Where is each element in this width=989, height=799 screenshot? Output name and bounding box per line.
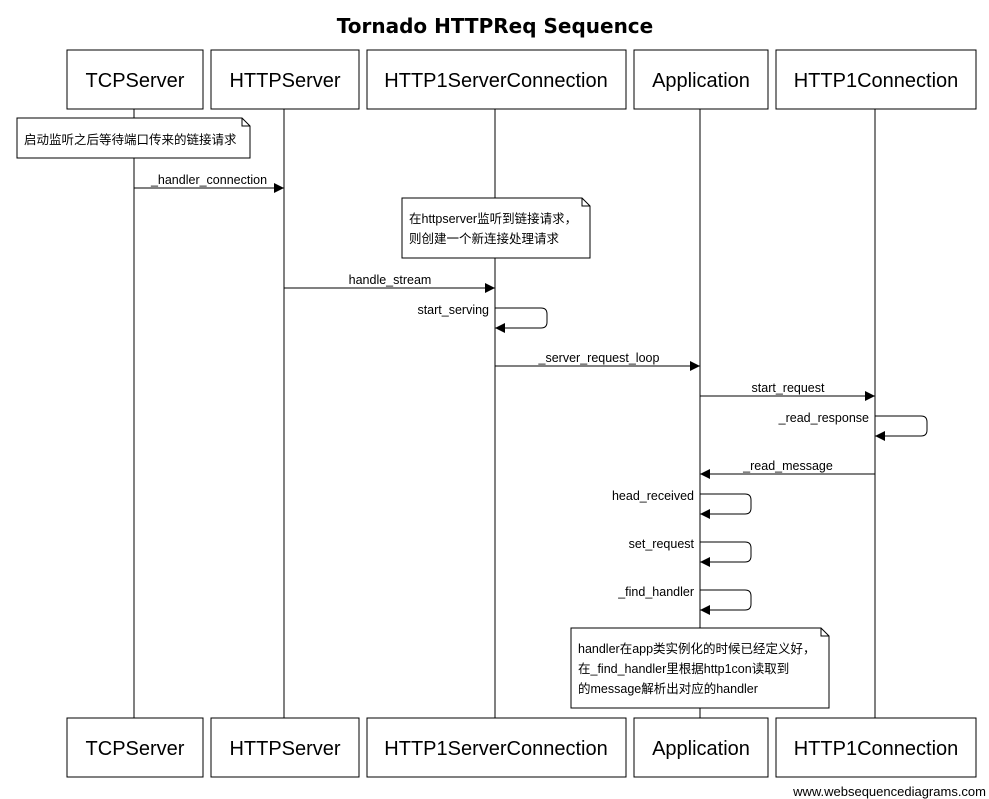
actor-label-tcp-top: TCPServer bbox=[86, 70, 185, 92]
message-read-response: _read_response bbox=[778, 411, 928, 441]
message-label: head_received bbox=[612, 489, 694, 503]
actor-label-http-top: HTTPServer bbox=[229, 70, 340, 92]
actor-box-tcp-bottom: TCPServer bbox=[66, 717, 204, 778]
message-handler-connection: _handler_connection bbox=[134, 173, 284, 193]
message-label: _read_message bbox=[742, 459, 833, 473]
actors-bottom: TCPServer HTTPServer HTTP1ServerConnecti… bbox=[66, 717, 977, 778]
actor-box-h1s-bottom: HTTP1ServerConnection bbox=[366, 717, 627, 778]
message-handle-stream: handle_stream bbox=[284, 273, 495, 293]
actors-top: TCPServer HTTPServer HTTP1ServerConnecti… bbox=[66, 49, 977, 110]
message-read-message: _read_message bbox=[700, 459, 875, 479]
message-head-received: head_received bbox=[612, 489, 752, 519]
note-listen: 启动监听之后等待端口传来的链接请求 bbox=[16, 117, 251, 159]
actor-label-h1s-bottom: HTTP1ServerConnection bbox=[384, 738, 607, 760]
actor-label-app-top: Application bbox=[652, 70, 750, 92]
footer-credit: www.websequencediagrams.com bbox=[792, 784, 986, 799]
actor-label-tcp-bottom: TCPServer bbox=[86, 738, 185, 760]
actor-box-http-bottom: HTTPServer bbox=[210, 717, 360, 778]
note-httpserver-line-1: 在httpserver监听到链接请求， bbox=[409, 211, 577, 226]
actor-label-h1c-bottom: HTTP1Connection bbox=[794, 738, 959, 760]
diagram-title: Tornado HTTPReq Sequence bbox=[337, 14, 653, 38]
note-handler-line-3: 的message解析出对应的handler bbox=[578, 681, 758, 696]
message-label: start_serving bbox=[417, 303, 489, 317]
note-handler-line-2: 在_find_handler里根据http1con读取到 bbox=[578, 662, 789, 676]
note-handler: handler在app类实例化的时候已经定义好， 在_find_handler里… bbox=[570, 627, 830, 709]
message-label: set_request bbox=[629, 537, 695, 551]
actor-box-h1c-bottom: HTTP1Connection bbox=[775, 717, 977, 778]
message-start-serving: start_serving bbox=[417, 303, 548, 333]
actor-box-http-top: HTTPServer bbox=[210, 49, 360, 110]
actor-box-tcp-top: TCPServer bbox=[66, 49, 204, 110]
message-label: start_request bbox=[752, 381, 825, 395]
note-listen-line-1: 启动监听之后等待端口传来的链接请求 bbox=[24, 132, 237, 147]
note-handler-line-1: handler在app类实例化的时候已经定义好， bbox=[578, 641, 816, 656]
actor-label-app-bottom: Application bbox=[652, 738, 750, 760]
message-start-request: start_request bbox=[700, 381, 875, 401]
actor-box-h1c-top: HTTP1Connection bbox=[775, 49, 977, 110]
actor-label-http-bottom: HTTPServer bbox=[229, 738, 340, 760]
actor-box-h1s-top: HTTP1ServerConnection bbox=[366, 49, 627, 110]
message-label: _server_request_loop bbox=[538, 351, 660, 365]
actor-box-app-top: Application bbox=[633, 49, 769, 110]
message-set-request: set_request bbox=[629, 537, 752, 567]
note-httpserver: 在httpserver监听到链接请求， 则创建一个新连接处理请求 bbox=[401, 197, 591, 259]
message-label: _read_response bbox=[778, 411, 869, 425]
actor-box-app-bottom: Application bbox=[633, 717, 769, 778]
message-find-handler: _find_handler bbox=[617, 585, 752, 615]
actor-label-h1s-top: HTTP1ServerConnection bbox=[384, 70, 607, 92]
actor-label-h1c-top: HTTP1Connection bbox=[794, 70, 959, 92]
note-httpserver-line-2: 则创建一个新连接处理请求 bbox=[409, 231, 560, 246]
message-server-request-loop: _server_request_loop bbox=[495, 351, 700, 371]
message-label: _find_handler bbox=[617, 585, 694, 599]
message-label: _handler_connection bbox=[150, 173, 267, 187]
message-label: handle_stream bbox=[349, 273, 432, 287]
